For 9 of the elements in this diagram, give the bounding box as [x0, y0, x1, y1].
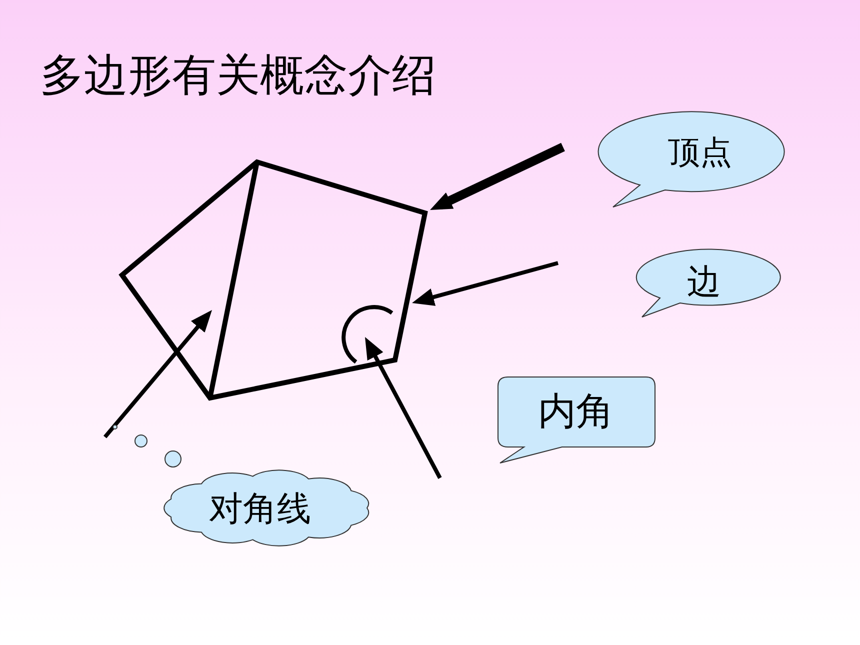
callout-text: 边 — [687, 265, 721, 299]
arrow — [412, 261, 559, 306]
callout-text: 对角线 — [209, 492, 311, 526]
callout-text: 内角 — [538, 392, 614, 430]
callout-text: 顶点 — [668, 136, 732, 168]
arrow — [365, 337, 442, 479]
arrow — [430, 142, 565, 210]
title: 多边形有关概念介绍 — [40, 50, 436, 102]
arrow — [103, 310, 212, 438]
